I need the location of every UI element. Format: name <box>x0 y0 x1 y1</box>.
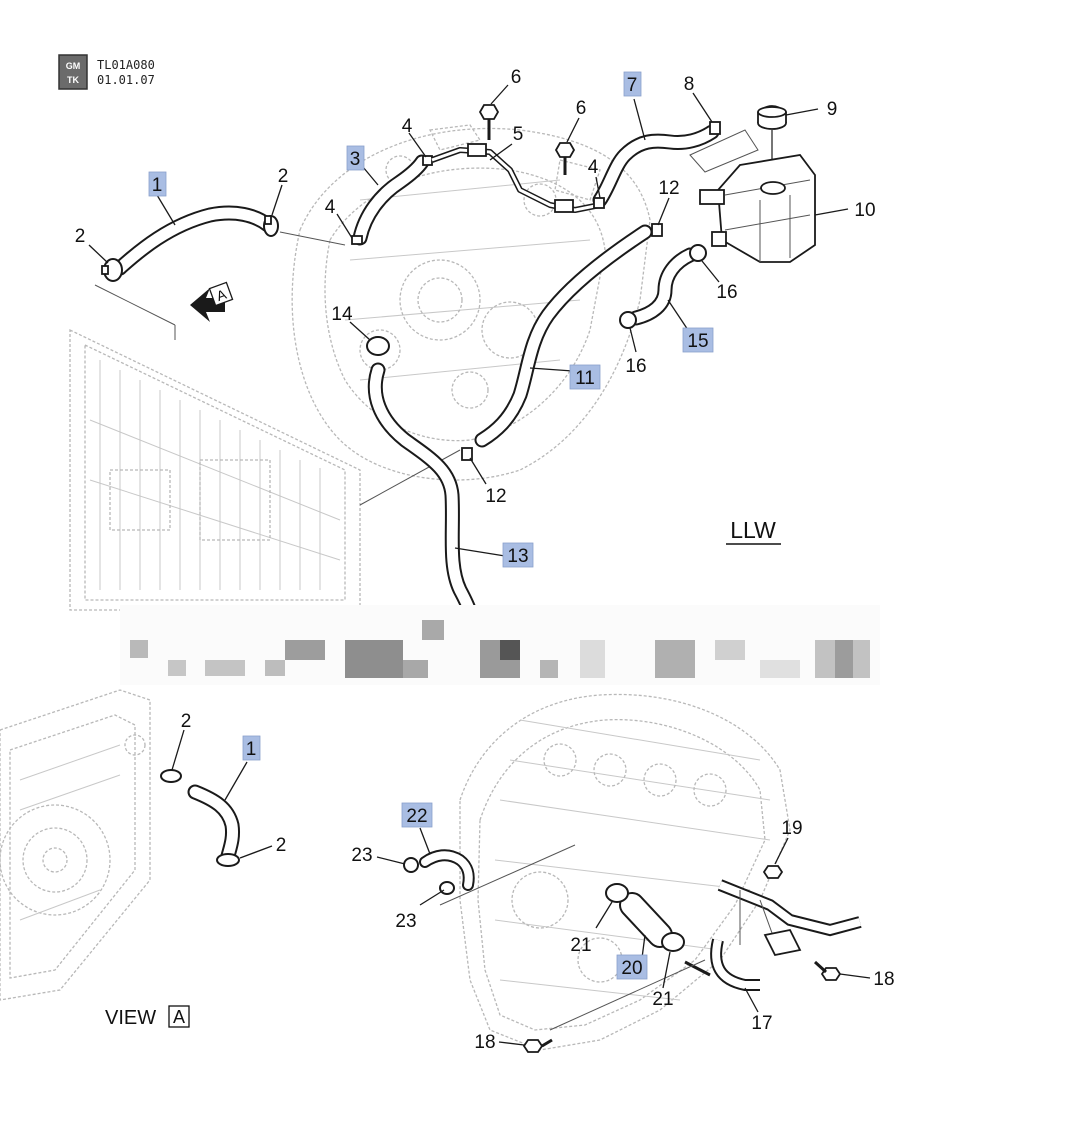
svg-text:11: 11 <box>575 368 595 389</box>
callout-22: 22 <box>401 802 433 828</box>
bolt-6-left <box>478 104 500 140</box>
redacted-band <box>120 605 880 685</box>
callout-14: 14 <box>331 304 353 325</box>
hose-1-view-a <box>187 784 240 864</box>
bolt-19 <box>762 865 784 879</box>
pipe-5 <box>430 143 601 213</box>
svg-text:1: 1 <box>152 175 163 196</box>
svg-text:3: 3 <box>350 149 361 170</box>
svg-text:1: 1 <box>246 739 257 760</box>
leader-lines-view-a <box>171 729 273 859</box>
bolt-18-right <box>813 960 842 981</box>
callout-4-b: 4 <box>325 197 336 218</box>
hose-1-upper <box>112 205 276 276</box>
diagram-code: TL01A080 <box>97 58 155 72</box>
callout-17: 17 <box>751 1013 772 1034</box>
callout-15: 15 <box>682 327 714 353</box>
diagram-date: 01.01.07 <box>97 73 155 87</box>
leader-lines-upper <box>88 84 849 557</box>
callout-11: 11 <box>569 364 601 390</box>
callout-1-top: 1 <box>148 171 167 197</box>
clamp-16-lower <box>619 311 637 329</box>
callout-1-view-a: 1 <box>242 735 261 761</box>
clamp-14 <box>366 336 390 356</box>
callout-2-view-a-bottom: 2 <box>276 835 287 856</box>
clamp-2-top-left <box>101 258 123 282</box>
pipe-17 <box>684 879 862 991</box>
callout-19: 19 <box>781 818 802 839</box>
svg-text:20: 20 <box>621 958 642 979</box>
callout-16-b: 16 <box>625 356 646 377</box>
callout-12-b: 12 <box>485 486 506 507</box>
callout-21-a: 21 <box>570 935 591 956</box>
svg-text:22: 22 <box>406 806 427 827</box>
svg-text:15: 15 <box>687 331 708 352</box>
svg-text:7: 7 <box>627 75 638 96</box>
callout-4-a: 4 <box>402 116 413 137</box>
logo-line1: GM <box>66 61 81 71</box>
callout-2-top-left: 2 <box>75 226 86 247</box>
view-label: VIEW <box>105 1007 156 1029</box>
clamp-2-view-a-bottom <box>216 853 240 867</box>
callout-6-a: 6 <box>511 67 522 88</box>
hose-3 <box>351 154 433 246</box>
callout-18-left: 18 <box>474 1032 495 1053</box>
callout-5: 5 <box>513 124 524 145</box>
fitting-12-lower <box>461 447 473 461</box>
clamp-21-b <box>661 932 685 952</box>
clamp-16-upper <box>689 244 707 262</box>
hose-22 <box>419 849 475 891</box>
callout-2-view-a-top: 2 <box>181 711 192 732</box>
radiator <box>69 231 461 611</box>
bolt-18-left <box>522 1038 553 1053</box>
hose-7 <box>592 121 721 209</box>
clamp-2-top-right <box>263 215 279 237</box>
callout-18-right: 18 <box>873 969 894 990</box>
hose-11 <box>474 223 663 448</box>
gm-logo: GM TK <box>58 54 88 90</box>
callout-12-a: 12 <box>658 178 679 199</box>
clamp-21-a <box>605 883 629 903</box>
clamp-2-view-a-top <box>160 769 182 783</box>
callout-8: 8 <box>684 74 695 95</box>
hose-15 <box>628 247 698 326</box>
reservoir-cap-9 <box>757 105 787 175</box>
callout-16-a: 16 <box>716 282 737 303</box>
callout-23-b: 23 <box>395 911 416 932</box>
hose-20 <box>619 892 673 948</box>
view-letter: A <box>173 1007 185 1027</box>
view-letter-box <box>168 1005 190 1028</box>
coolant-reservoir-10 <box>699 154 816 263</box>
bolt-6-right <box>554 142 576 175</box>
callout-10: 10 <box>854 200 875 221</box>
view-a-radiator <box>0 689 151 1001</box>
view-a-arrow: A <box>190 281 234 322</box>
callout-21-b: 21 <box>652 989 673 1010</box>
callout-7: 7 <box>623 71 642 97</box>
callout-2-top-right: 2 <box>278 166 289 187</box>
svg-text:13: 13 <box>507 546 528 567</box>
callout-4-c: 4 <box>588 157 599 178</box>
callout-23-a: 23 <box>351 845 372 866</box>
callout-9: 9 <box>827 99 838 120</box>
callout-20: 20 <box>616 954 648 980</box>
clamp-23-a <box>403 857 419 873</box>
leader-lines-lower <box>376 827 871 1046</box>
hose-13 <box>367 362 478 620</box>
callout-13: 13 <box>502 542 534 568</box>
clamp-23-b <box>439 881 455 895</box>
callout-3: 3 <box>346 145 365 171</box>
callout-6-b: 6 <box>576 98 587 119</box>
logo-line2: TK <box>67 75 79 85</box>
model-tag: LLW <box>730 517 776 543</box>
